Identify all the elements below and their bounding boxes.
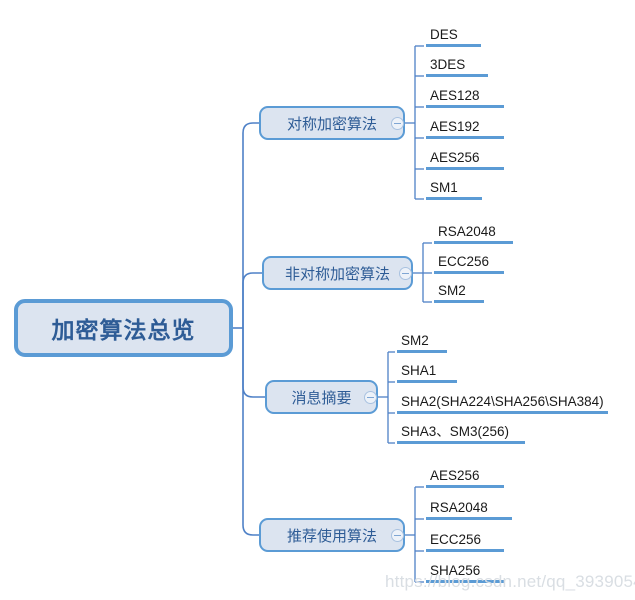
leaf-underline [426,197,482,200]
branch-node-asymmetric[interactable]: 非对称加密算法 [262,256,413,290]
branch-node-symmetric[interactable]: 对称加密算法 [259,106,405,140]
leaf-underline [426,167,504,170]
leaf-item[interactable]: SM2 [397,327,449,353]
leaf-item[interactable]: SHA2(SHA224\SHA256\SHA384) [397,388,609,414]
leaf-label: SHA1 [401,363,437,378]
branch-node-recommended[interactable]: 推荐使用算法 [259,518,405,552]
leaf-label: SM1 [430,180,458,195]
leaf-underline [434,300,484,303]
root-node-label: 加密算法总览 [51,317,196,343]
leaf-label: ECC256 [438,254,490,269]
leaf-underline [434,241,513,244]
branch-node-message-digest-label: 消息摘要 [291,389,352,407]
trunk-to-branch-4 [242,328,259,536]
leaf-item[interactable]: AES192 [426,113,506,139]
leaf-item[interactable]: 3DES [426,51,492,77]
collapse-toggle-message-digest[interactable] [364,391,377,404]
trunk-to-branch-3 [242,328,265,398]
leaf-label: AES256 [430,468,480,483]
leaf-item[interactable]: AES256 [426,462,506,488]
leaf-label: AES256 [430,150,480,165]
leaf-underline [397,380,457,383]
leaf-label: RSA2048 [430,500,488,515]
collapse-toggle-symmetric[interactable] [391,117,404,130]
collapse-toggle-recommended[interactable] [391,529,404,542]
leaf-label: AES128 [430,88,480,103]
leaf-item[interactable]: DES [426,21,486,47]
leaf-underline [434,271,504,274]
leaf-label: DES [430,27,458,42]
branch-node-message-digest[interactable]: 消息摘要 [265,380,378,414]
leaf-item[interactable]: SM2 [434,277,486,303]
leaf-item[interactable]: SM1 [426,174,484,200]
leaf-item[interactable]: ECC256 [426,526,506,552]
watermark-text: https://blog.csdn.net/qq_39390545 [385,572,635,591]
leaf-label: SHA256 [430,563,481,578]
leaf-label: RSA2048 [438,224,496,239]
branch-node-recommended-label: 推荐使用算法 [286,527,377,545]
leaf-underline [426,517,512,520]
trunk-to-branch-2 [242,272,262,328]
leaf-underline [426,485,504,488]
leaf-item[interactable]: RSA2048 [434,218,514,244]
leaf-underline [426,105,504,108]
leaf-item[interactable]: AES256 [426,144,506,170]
leaf-item[interactable]: SHA256 [426,557,506,583]
leaf-underline [426,549,504,552]
leaf-label: 3DES [430,57,466,72]
leaf-item[interactable]: SHA3、SM3(256) [397,418,527,444]
leaf-label: SM2 [438,283,466,298]
leaf-item[interactable]: RSA2048 [426,494,514,520]
leaf-item[interactable]: AES128 [426,82,506,108]
branch-node-asymmetric-label: 非对称加密算法 [284,265,390,283]
root-node[interactable]: 加密算法总览 [14,299,233,357]
leaf-label: SHA3、SM3(256) [401,424,510,439]
leaf-underline [397,411,608,414]
leaf-item[interactable]: ECC256 [434,248,506,274]
leaf-underline [426,136,504,139]
collapse-toggle-asymmetric[interactable] [399,267,412,280]
trunk-to-branch-1 [242,122,259,328]
leaf-label: AES192 [430,119,480,134]
leaf-label: ECC256 [430,532,482,547]
leaf-item[interactable]: SHA1 [397,357,459,383]
leaf-label: SM2 [401,333,429,348]
branch-node-symmetric-label: 对称加密算法 [286,115,377,133]
leaf-underline [397,441,525,444]
leaf-underline [397,350,447,353]
leaf-underline [426,74,488,77]
leaf-underline [426,44,481,47]
leaf-underline [426,580,504,583]
leaf-label: SHA2(SHA224\SHA256\SHA384) [401,394,604,409]
